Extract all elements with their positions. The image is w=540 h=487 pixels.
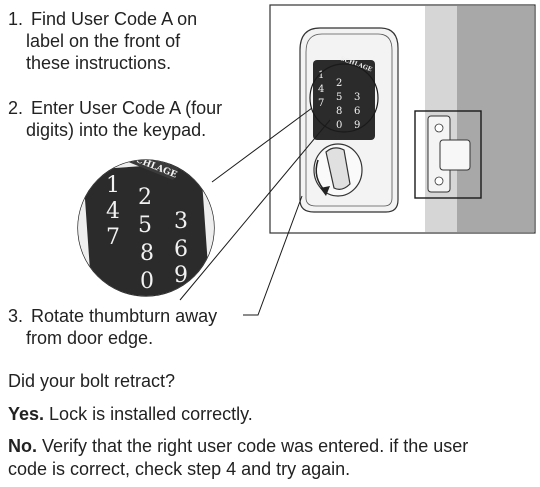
bolt-inset [414,110,482,199]
keypad-digit: 9 [174,263,188,288]
step-text: these instructions. [26,53,172,73]
step-text: Enter User Code A (four [31,98,223,118]
step-3: 3. Rotate thumbturn away from door edge. [8,305,217,349]
step-number: 2. [8,98,24,118]
step-3-leader [243,195,303,316]
step-number: 3. [8,306,24,326]
keypad-digit: 0 [336,120,342,131]
keypad-digit: 5 [336,92,342,103]
keypad-digit: 4 [106,199,120,224]
step-text: Rotate thumbturn away [31,306,218,326]
step-1: 1. Find User Code A on label on the fron… [8,8,197,74]
bolt [439,139,471,171]
keypad-digit: 6 [174,237,188,262]
brand-plate [125,160,179,180]
no-text: Verify that the right user code was ente… [37,436,469,456]
answer-no: No. Verify that the right user code was … [8,435,538,481]
keypad-digit: 9 [354,120,360,131]
keypad-digit: 3 [174,209,188,234]
step-text: Find User Code A on [31,9,198,29]
keypad-digit: 7 [318,98,324,109]
keypad-digit: 4 [318,84,324,95]
leader-line [179,119,331,301]
step-number: 1. [8,9,24,29]
yes-label: Yes. [8,404,45,424]
keypad-digit: 1 [318,70,324,81]
keypad-digit: 8 [336,106,342,117]
step-text: label on the front of [26,31,181,51]
lock-illustration: SCHLAGE 1 4 7 2 5 8 0 3 6 9 SCHLAGE 1 4 … [77,4,536,316]
step-2: 2. Enter User Code A (four digits) into … [8,97,222,141]
leader-line [211,107,313,183]
keypad-small [313,60,375,140]
keypad-digit: 6 [354,106,360,117]
screw-bottom [434,176,444,186]
keypad-large [83,162,211,296]
keypad-digit: 0 [140,269,154,294]
answer-yes: Yes. Lock is installed correctly. [8,403,253,426]
no-text-line-2: code is correct, check step 4 and try ag… [8,459,351,479]
door-frame [457,6,534,232]
keypad-digit: 7 [106,225,120,250]
keypad-digit: 8 [140,241,154,266]
thumbturn [325,147,351,190]
keypad-highlight [309,63,379,133]
keypad-digit: 2 [336,78,342,89]
lock-escutcheon-inner [305,33,393,207]
step-text: from door edge. [26,328,154,348]
step-text: digits) into the keypad. [26,120,207,140]
keypad-digit: 2 [138,185,152,210]
question: Did your bolt retract? [8,371,176,391]
rotate-arrow-head [320,186,330,196]
no-label: No. [8,436,37,456]
screw-top [434,123,444,133]
yes-text: Lock is installed correctly. [44,404,253,424]
keypad-digit: 3 [354,92,360,103]
keypad-digit: 5 [138,213,152,238]
keypad-digit: 1 [106,173,120,198]
